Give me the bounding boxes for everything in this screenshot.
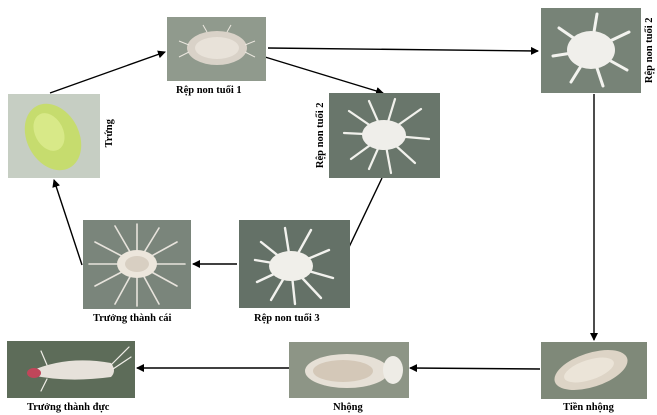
- arrow-prepupa-to-pupa: [410, 368, 540, 369]
- arrow-egg-to-nymph1: [50, 52, 165, 93]
- nymph2-center-photo: [329, 93, 440, 178]
- pupa-label: Nhộng: [333, 403, 363, 414]
- prepupa-label: Tiền nhộng: [563, 403, 614, 414]
- nymph2-right-photo: [541, 8, 641, 93]
- adult-female-photo: [83, 220, 191, 309]
- adult-male-photo: [7, 341, 135, 398]
- nymph2-right-label: Rệp non tuổi 2: [645, 10, 656, 90]
- egg-label: Trứng: [105, 115, 116, 151]
- adult-male-label: Trưởng thành đực: [27, 403, 109, 414]
- prepupa-photo: [541, 342, 647, 399]
- egg-photo: [8, 94, 100, 178]
- arrow-nymph1-to-nymph2-center: [265, 57, 383, 93]
- adult-female-label: Trưởng thành cái: [93, 314, 171, 325]
- arrow-nymph1-to-nymph2-right: [268, 48, 538, 51]
- nymph1-label: Rệp non tuổi 1: [176, 86, 242, 97]
- nymph2-center-label: Rệp non tuổi 2: [316, 95, 327, 175]
- arrow-adult-female-to-egg: [54, 180, 82, 265]
- nymph1-photo: [167, 17, 266, 81]
- nymph3-label: Rệp non tuổi 3: [254, 314, 320, 325]
- nymph3-photo: [239, 220, 350, 308]
- pupa-photo: [289, 342, 409, 398]
